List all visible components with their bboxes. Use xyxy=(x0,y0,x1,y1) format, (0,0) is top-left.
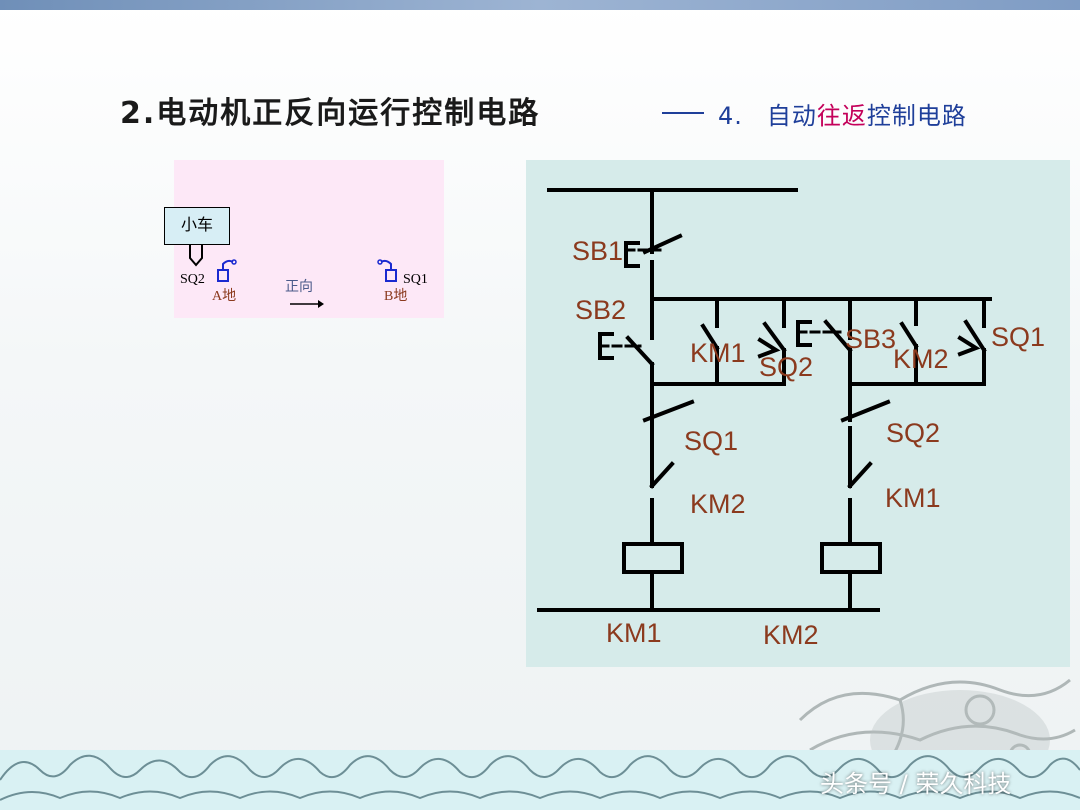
subtitle-part4: 控制电路 xyxy=(866,102,967,130)
wave-decoration-icon xyxy=(0,750,1080,810)
label-sq2-top: SQ2 xyxy=(759,352,814,382)
label-sq1-top: SQ1 xyxy=(991,322,1046,352)
km1-coil-symbol xyxy=(622,542,684,574)
direction-arrow-icon xyxy=(290,300,324,308)
label-km2-coil: KM2 xyxy=(763,620,819,650)
label-sb1: SB1 xyxy=(572,236,624,266)
sq2-top-symbol xyxy=(757,321,787,359)
slide-subtitle: 4. 自动往返控制电路 xyxy=(718,96,967,131)
km2-coil-symbol xyxy=(820,542,882,574)
sb1-button-symbol xyxy=(624,233,683,283)
label-km2-hold: KM2 xyxy=(893,344,949,374)
sq1-switch-icon xyxy=(377,259,397,282)
sq1-label: SQ1 xyxy=(403,272,428,287)
label-km1-hold: KM1 xyxy=(690,338,746,368)
subtitle-number: 4. xyxy=(718,102,743,130)
title-dash xyxy=(662,112,704,114)
slide-title: 2.电动机正反向运行控制电路 xyxy=(120,96,541,131)
label-sq1-mid: SQ1 xyxy=(684,426,739,456)
subtitle-highlight-wang: 往 xyxy=(816,102,842,130)
km2-interlock-blade xyxy=(649,461,675,489)
top-decor-bar xyxy=(0,0,1080,10)
sq1-interlock-symbol xyxy=(642,399,695,446)
label-km1-coil: KM1 xyxy=(606,618,662,648)
sq2-switch-icon xyxy=(217,259,237,282)
subtitle-part1: 自动 xyxy=(766,102,817,130)
label-sb2: SB2 xyxy=(575,295,627,325)
sb2-button-symbol xyxy=(598,332,655,367)
km2-hold-blade xyxy=(899,321,919,349)
sq1-top-symbol xyxy=(957,319,987,357)
label-sb3: SB3 xyxy=(845,324,897,354)
cart-box: 小车 xyxy=(164,207,230,245)
cart-probe-icon xyxy=(189,245,203,267)
sq2-interlock-symbol xyxy=(840,399,891,446)
label-km2-interlock: KM2 xyxy=(690,489,746,519)
sb3-button-symbol xyxy=(796,319,853,353)
circuit-panel xyxy=(526,160,1070,667)
b-location-label: B地 xyxy=(384,289,408,304)
sq2-label: SQ2 xyxy=(180,272,205,287)
subtitle-highlight-fan: 返 xyxy=(841,102,867,130)
direction-label: 正向 xyxy=(285,280,313,295)
km1-hold-blade xyxy=(700,323,720,351)
label-sq2-mid: SQ2 xyxy=(886,418,941,448)
km1-interlock-blade xyxy=(847,461,873,489)
watermark-text: 头条号 / 荣久科技 xyxy=(820,770,1012,798)
label-km1-interlock: KM1 xyxy=(885,483,941,513)
a-location-label: A地 xyxy=(212,289,237,304)
